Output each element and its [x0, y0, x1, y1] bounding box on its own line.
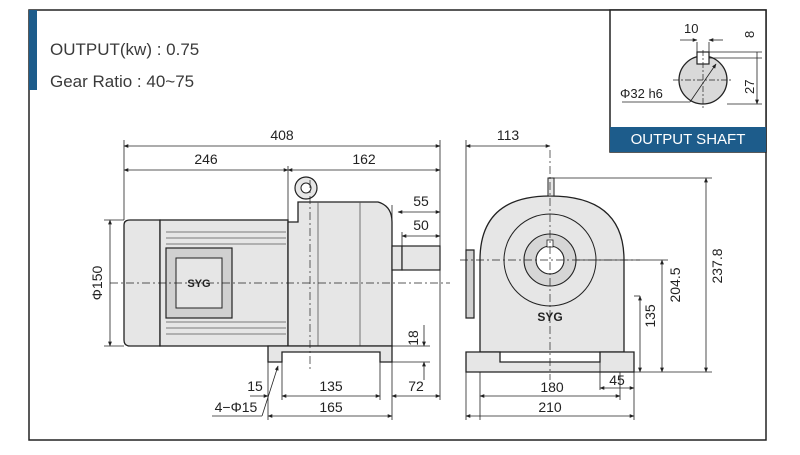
accent-bar	[29, 10, 37, 90]
foot-length-label: 165	[319, 399, 343, 415]
overall-length-label: 408	[270, 127, 294, 143]
front-dimensions	[465, 140, 712, 420]
key-width-label: 10	[684, 21, 698, 36]
shaft-diameter-label: Φ32 h6	[620, 86, 663, 101]
foot-edge-label: 15	[247, 378, 263, 394]
gear-ratio-spec: Gear Ratio : 40~75	[50, 72, 195, 91]
motor-diameter-label: Φ150	[89, 266, 105, 301]
shaft-section	[622, 38, 762, 110]
key-depth-label: 8	[742, 31, 757, 38]
shaft-length-label: 50	[413, 217, 429, 233]
overall-height-label: 237.8	[709, 248, 725, 283]
side-nameplate: SYG	[187, 278, 210, 290]
gear-housing	[287, 201, 393, 347]
foot-to-end-label: 72	[408, 378, 424, 394]
shaft-ext-label: 55	[413, 193, 429, 209]
center-height-label: 204.5	[667, 267, 683, 302]
output-power-spec: OUTPUT(kw) : 0.75	[50, 40, 200, 59]
front-view: SYG	[460, 150, 640, 380]
page-border	[28, 9, 767, 441]
foot-width-label: 45	[609, 372, 625, 388]
gear-length-label: 162	[352, 151, 376, 167]
side-output-shaft	[401, 245, 441, 271]
shaft-offset-label: 113	[497, 127, 520, 143]
bolt-width-label: 180	[540, 379, 564, 395]
shaft-height-label: 27	[742, 80, 757, 94]
side-foot	[267, 345, 393, 363]
output-shaft-caption: OUTPUT SHAFT	[610, 127, 766, 152]
motor-length-label: 246	[194, 151, 218, 167]
base-width-label: 210	[538, 399, 562, 415]
foot-height-label: 18	[405, 330, 421, 346]
bolt-holes-label: 4−Φ15	[215, 399, 258, 415]
shaft-height-front-label: 135	[642, 304, 658, 328]
side-view: SYG	[110, 176, 450, 372]
side-dimensions	[104, 140, 441, 420]
bolt-spacing-label: 135	[319, 378, 343, 394]
